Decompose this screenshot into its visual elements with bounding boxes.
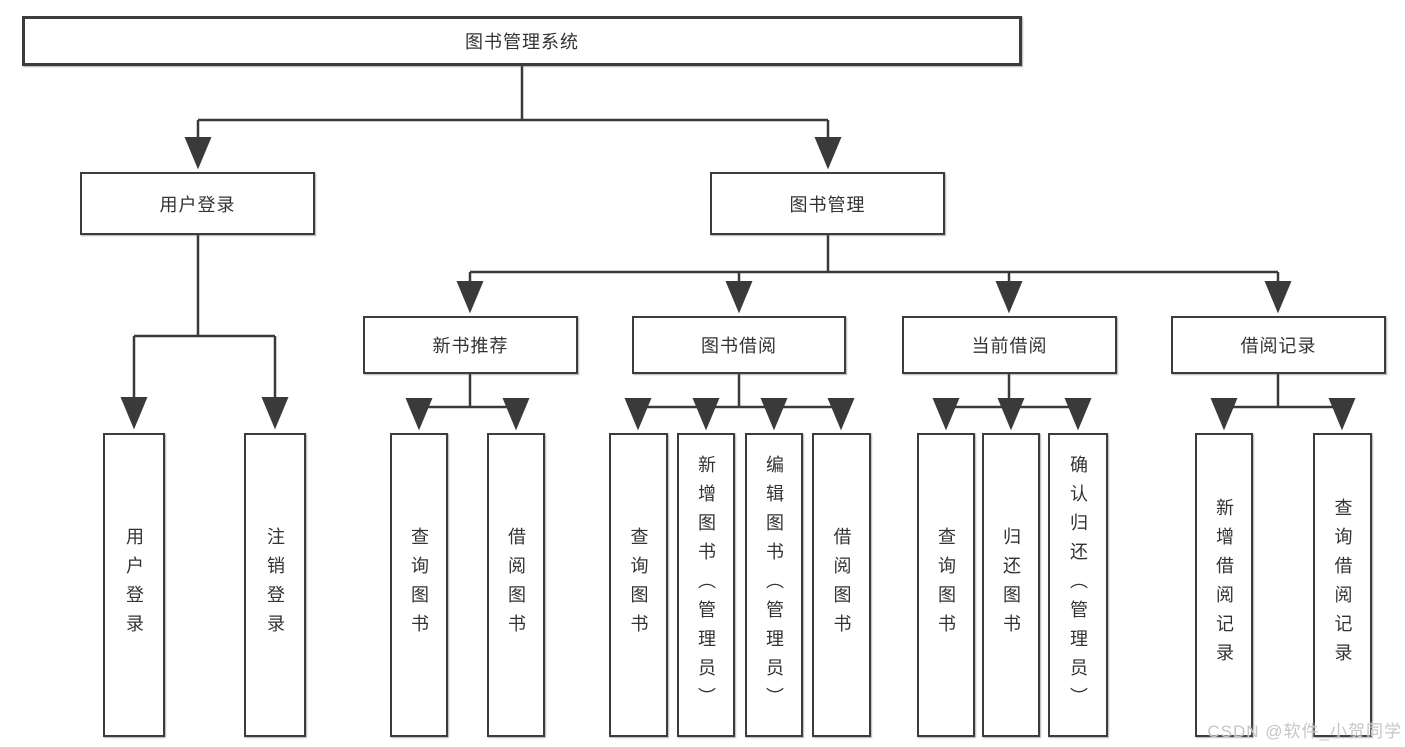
node-label: 借阅图书 (831, 527, 852, 643)
node-label: 查询图书 (409, 527, 429, 643)
node-library-management-system: 图书管理系统 (22, 16, 1022, 66)
leaf-borrow-books-recommend: 借阅图书 (487, 433, 545, 737)
csdn-watermark: CSDN @软件_小贺同学 (1207, 722, 1402, 741)
leaf-add-borrow-record: 新增借阅记录 (1195, 433, 1253, 737)
node-label: 图书管理 (789, 194, 866, 215)
node-label: 查询图书 (628, 527, 649, 643)
node-label: 用户登录 (159, 194, 236, 215)
node-label: 借阅记录 (1240, 336, 1317, 356)
node-label: 确认归还（管理员） (1068, 454, 1088, 716)
node-borrowing-records: 借阅记录 (1171, 316, 1386, 374)
node-label: 当前借阅 (971, 336, 1048, 356)
leaf-query-borrow-record: 查询借阅记录 (1313, 433, 1372, 737)
node-label: 查询借阅记录 (1332, 498, 1353, 672)
node-new-book-recommend: 新书推荐 (363, 316, 578, 374)
node-current-borrowing: 当前借阅 (902, 316, 1117, 374)
node-book-borrowing: 图书借阅 (632, 316, 846, 374)
leaf-query-books-current: 查询图书 (917, 433, 975, 737)
node-label: 查询图书 (936, 527, 956, 643)
leaf-return-books: 归还图书 (982, 433, 1040, 737)
node-label: 图书借阅 (701, 336, 777, 356)
node-label: 注销登录 (265, 527, 285, 643)
node-label: 借阅图书 (506, 527, 526, 643)
leaf-confirm-return-admin: 确认归还（管理员） (1048, 433, 1108, 737)
node-label: 编辑图书（管理员） (764, 454, 784, 716)
node-label: 用户登录 (124, 527, 144, 643)
leaf-borrow-books: 借阅图书 (812, 433, 871, 737)
node-label: 新增图书（管理员） (696, 454, 716, 716)
leaf-add-books-admin: 新增图书（管理员） (677, 433, 735, 737)
node-label: 新书推荐 (432, 336, 509, 356)
leaf-query-books-borrowing: 查询图书 (609, 433, 668, 737)
leaf-query-books-recommend: 查询图书 (390, 433, 448, 737)
node-user-login: 用户登录 (80, 172, 315, 235)
node-label: 归还图书 (1001, 527, 1021, 643)
node-label: 图书管理系统 (465, 32, 579, 52)
leaf-logout: 注销登录 (244, 433, 306, 737)
node-label: 新增借阅记录 (1214, 498, 1234, 672)
node-book-management: 图书管理 (710, 172, 945, 235)
leaf-edit-books-admin: 编辑图书（管理员） (745, 433, 803, 737)
leaf-user-login: 用户登录 (103, 433, 165, 737)
